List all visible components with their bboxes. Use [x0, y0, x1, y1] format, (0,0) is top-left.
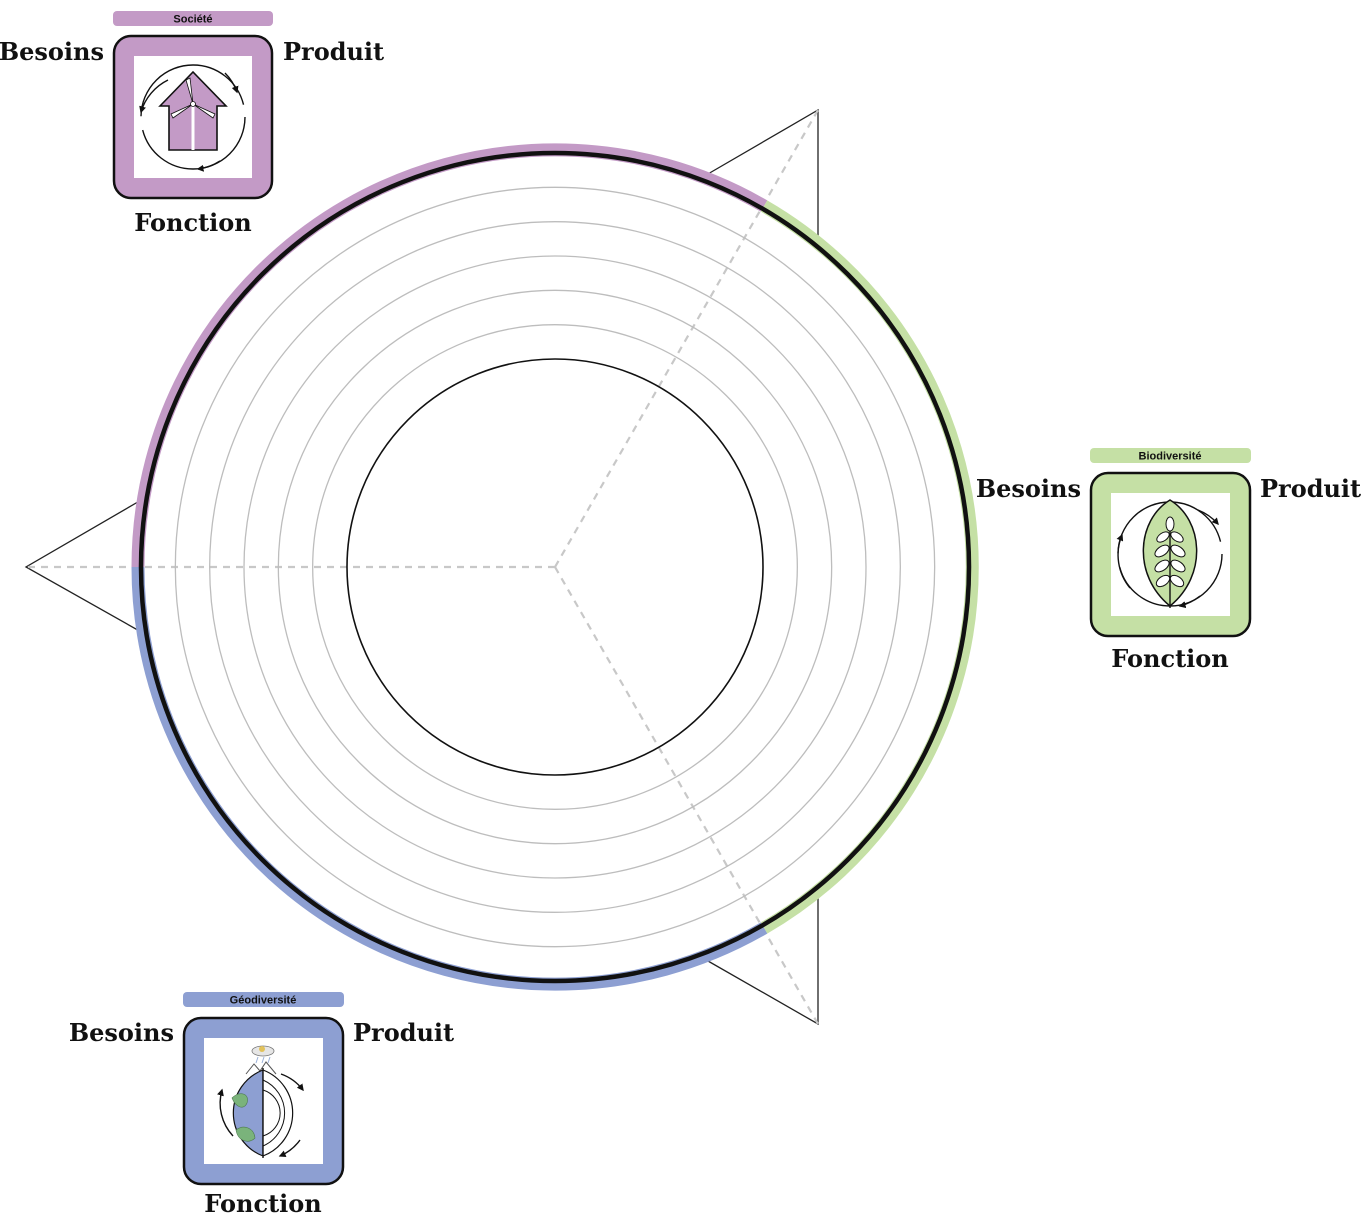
leaf-wheat-icon [1116, 499, 1223, 609]
axes [26, 109, 819, 1025]
triangle-left-tip [24, 498, 144, 634]
grid-ring [243, 255, 867, 879]
outer-ring [131, 143, 979, 991]
earth-cloud-icon [217, 1045, 304, 1158]
card-biodiversite: Biodiversité Besoins Produit Fo [976, 448, 1361, 673]
tag-label-geodiversite: Géodiversité [230, 995, 297, 1007]
axis-top-right [554, 109, 819, 568]
grid-ring [174, 186, 936, 948]
grid-rings [174, 186, 936, 948]
fonction-label-biodiversite: Fonction [1111, 644, 1228, 673]
besoins-label-biodiversite: Besoins [976, 474, 1081, 503]
card-societe: Société Besoins Produit Fonction [0, 11, 384, 237]
axis-bottom-right [554, 566, 819, 1025]
fonction-label-geodiversite: Fonction [204, 1189, 321, 1216]
tag-bar-societe [113, 11, 273, 26]
fonction-label-societe: Fonction [134, 208, 251, 237]
tag-bar-biodiversite [1090, 448, 1251, 463]
outer-ring-line [138, 150, 972, 984]
triangle-top-right-tip [700, 108, 819, 241]
inner-circle [346, 358, 764, 776]
house-wind-turbine-icon [139, 64, 246, 172]
triangle-bottom-right-tip [700, 894, 819, 1026]
besoins-label-societe: Besoins [0, 37, 104, 66]
besoins-label-geodiversite: Besoins [69, 1018, 174, 1047]
tag-label-societe: Société [173, 14, 212, 26]
grid-ring [312, 324, 798, 810]
arc-geodiversite [131, 566, 768, 991]
card-geodiversite: Géodiversité Besoins Produit [69, 992, 454, 1216]
produit-label-biodiversite: Produit [1260, 474, 1361, 503]
grid-ring [277, 289, 833, 845]
arc-societe [131, 143, 768, 568]
tag-bar-geodiversite [183, 992, 344, 1007]
grid-ring [209, 221, 901, 913]
produit-label-geodiversite: Produit [353, 1018, 454, 1047]
arc-biodiversite [760, 200, 979, 934]
tag-label-biodiversite: Biodiversité [1139, 451, 1202, 463]
triangle-frame [24, 108, 819, 1026]
produit-label-societe: Produit [283, 37, 384, 66]
